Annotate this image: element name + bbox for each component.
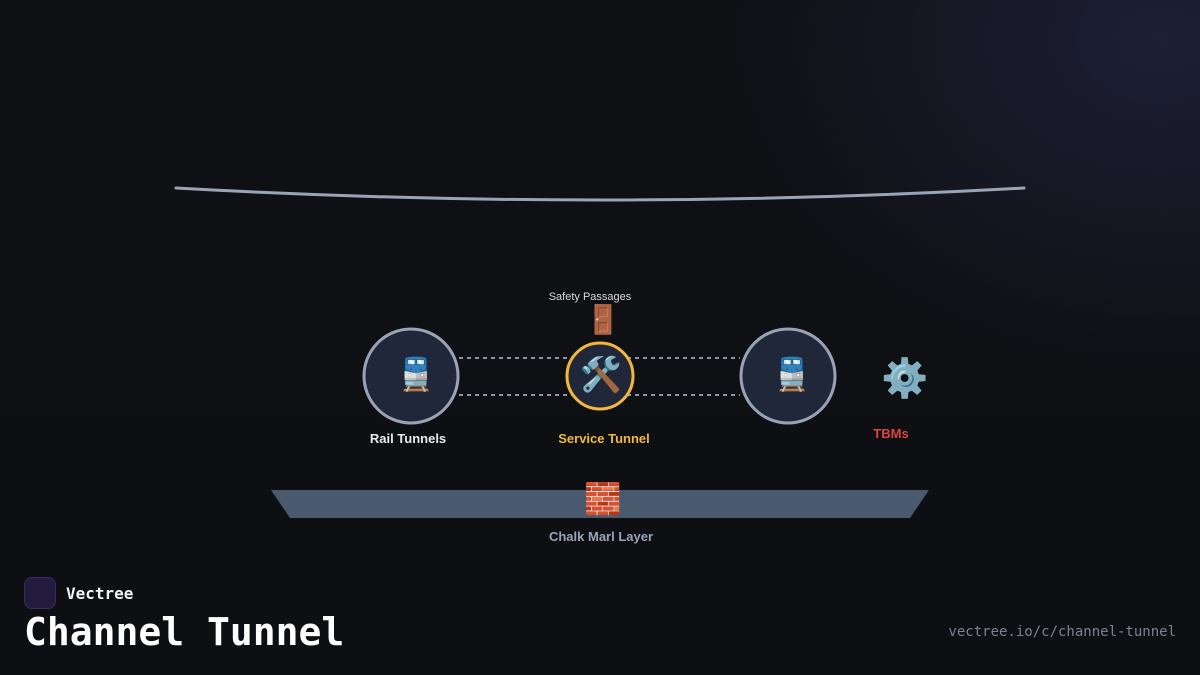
chalk-marl-layer-label: Chalk Marl Layer bbox=[548, 529, 654, 544]
brand-logo bbox=[24, 577, 56, 609]
sea-surface-curve bbox=[174, 186, 1026, 202]
train-icon: 🚆 bbox=[772, 355, 812, 393]
safety-passages-label: Safety Passages bbox=[548, 291, 632, 303]
brick-icon: 🧱 bbox=[584, 482, 622, 517]
door-icon: 🚪 bbox=[585, 303, 621, 336]
tools-icon: 🛠️ bbox=[579, 355, 623, 395]
service-tunnel-node bbox=[565, 341, 635, 411]
train-icon: 🚆 bbox=[396, 355, 436, 393]
gear-icon: ⚙️ bbox=[881, 356, 929, 400]
brand-name: Vectree bbox=[66, 583, 134, 603]
page-url: vectree.io/c/channel-tunnel bbox=[948, 624, 1176, 640]
rail-tunnels-label: Rail Tunnels bbox=[369, 431, 447, 446]
rail-tunnel-left-node bbox=[362, 327, 460, 425]
chalk-marl-layer-shape bbox=[271, 490, 929, 518]
rail-tunnel-right-node bbox=[739, 327, 837, 425]
page-title: Channel Tunnel bbox=[24, 610, 345, 654]
service-tunnel-label: Service Tunnel bbox=[558, 431, 650, 446]
tbms-label: TBMs bbox=[873, 426, 909, 441]
brand: Vectree bbox=[24, 577, 133, 609]
